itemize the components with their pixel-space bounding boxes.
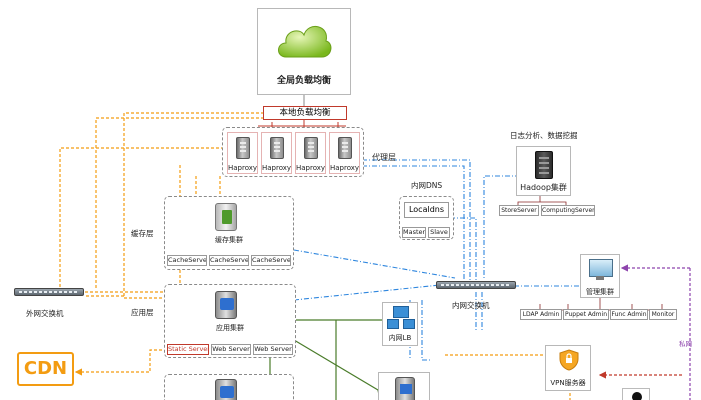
app-cluster-label: 应用集群 bbox=[216, 324, 244, 332]
server-panel bbox=[378, 372, 430, 400]
puppet-admin-tag[interactable]: Puppet Admin bbox=[563, 309, 609, 320]
user-icon bbox=[632, 392, 642, 400]
log-analysis-title: 日志分析、数据挖掘 bbox=[510, 131, 578, 140]
mgmt-cluster-panel[interactable]: 管理集群 bbox=[580, 254, 620, 298]
localdns-box[interactable]: Localdns bbox=[404, 202, 449, 218]
cache-server-tag[interactable]: CacheServer bbox=[209, 255, 249, 266]
cloud-icon bbox=[278, 26, 332, 58]
server-icon bbox=[304, 137, 318, 159]
haproxy-label: Haproxy bbox=[262, 164, 292, 172]
local-lb-box: 本地负载均衡 bbox=[263, 106, 347, 120]
cache-cluster-label: 缓存集群 bbox=[215, 236, 243, 244]
mgmt-cluster-label: 管理集群 bbox=[586, 288, 614, 296]
cache-layer-label: 缓存层 bbox=[131, 229, 154, 238]
proxy-layer-group: Haproxy Haproxy Haproxy Haproxy bbox=[222, 127, 364, 177]
dns-group: Localdns Master Slave bbox=[399, 196, 454, 240]
cache-server-tag[interactable]: CacheServer bbox=[251, 255, 291, 266]
dns-master-tag[interactable]: Master bbox=[402, 227, 426, 238]
internal-switch-label: 内网交换机 bbox=[452, 301, 490, 310]
internal-lb-label: 内网LB bbox=[388, 334, 412, 342]
cache-server-tag[interactable]: CacheServer bbox=[167, 255, 207, 266]
computing-server-tag[interactable]: ComputingServer bbox=[541, 205, 595, 216]
global-lb-label: 全局负载均衡 bbox=[276, 76, 331, 86]
ldap-admin-tag[interactable]: LDAP Admin bbox=[520, 309, 562, 320]
haproxy-node[interactable]: Haproxy bbox=[227, 132, 258, 174]
cdn-box[interactable]: CDN bbox=[17, 352, 74, 386]
vpn-server-label: VPN服务器 bbox=[550, 379, 586, 387]
server-icon bbox=[395, 377, 415, 400]
hadoop-label: Hadoop集群 bbox=[520, 183, 567, 192]
global-lb-panel: 全局负载均衡 bbox=[257, 8, 351, 95]
haproxy-node[interactable]: Haproxy bbox=[295, 132, 326, 174]
store-server-tag[interactable]: StoreServer bbox=[499, 205, 539, 216]
haproxy-node[interactable]: Haproxy bbox=[329, 132, 360, 174]
vpn-server-panel[interactable]: VPN服务器 bbox=[545, 345, 591, 391]
cache-layer-group: 缓存集群 CacheServer CacheServer CacheServer bbox=[164, 196, 294, 270]
internal-switch-icon[interactable] bbox=[436, 281, 516, 289]
shield-icon bbox=[559, 349, 579, 371]
haproxy-node[interactable]: Haproxy bbox=[261, 132, 292, 174]
dns-title: 内网DNS bbox=[411, 181, 443, 190]
app-layer-group: 应用集群 Static Server Web Server Web Server bbox=[164, 284, 296, 358]
hadoop-server-icon bbox=[535, 151, 553, 179]
haproxy-label: Haproxy bbox=[296, 164, 326, 172]
haproxy-label: Haproxy bbox=[228, 164, 258, 172]
server-icon bbox=[236, 137, 250, 159]
server-icon bbox=[270, 137, 284, 159]
app-cluster-icon bbox=[215, 291, 237, 319]
external-switch-icon[interactable] bbox=[14, 288, 84, 296]
web-server-tag[interactable]: Web Server bbox=[211, 344, 251, 355]
func-admin-tag[interactable]: Func Admin bbox=[610, 309, 648, 320]
server-cluster-icon bbox=[215, 379, 237, 400]
dns-slave-tag[interactable]: Slave bbox=[428, 227, 450, 238]
app-layer-label: 应用层 bbox=[131, 308, 154, 317]
internal-lb-panel[interactable]: 内网LB bbox=[382, 302, 418, 346]
server-icon bbox=[338, 137, 352, 159]
haproxy-label: Haproxy bbox=[330, 164, 360, 172]
proxy-layer-label: 代理层 bbox=[372, 153, 396, 162]
cache-cluster-icon bbox=[215, 203, 237, 231]
private-net-label: 私网 bbox=[679, 340, 692, 348]
admin-user-panel bbox=[622, 388, 650, 400]
static-server-tag[interactable]: Static Server bbox=[167, 344, 209, 355]
external-switch-label: 外网交换机 bbox=[26, 309, 64, 318]
web-server-tag[interactable]: Web Server bbox=[253, 344, 293, 355]
monitor-icon bbox=[589, 259, 613, 277]
monitor-tag[interactable]: Monitor bbox=[649, 309, 677, 320]
next-layer-group bbox=[164, 374, 294, 400]
hadoop-panel: Hadoop集群 bbox=[516, 146, 571, 196]
